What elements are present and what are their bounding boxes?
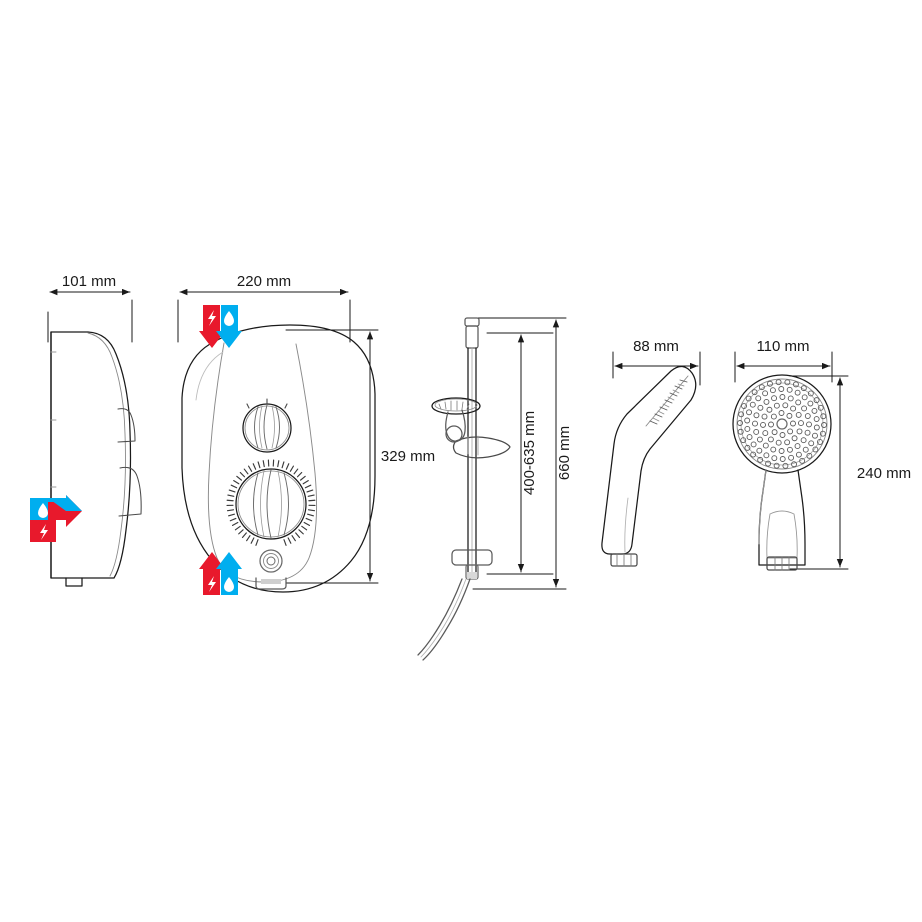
dim-handset-height-label: 240 mm — [857, 465, 911, 482]
dim-front-width-label: 220 mm — [237, 273, 291, 290]
water-electric-badge-down — [199, 305, 242, 348]
dim-side-depth-label: 101 mm — [62, 273, 116, 290]
dim-rail-height-label: 660 mm — [556, 426, 573, 480]
temperature-control-dial[interactable] — [226, 459, 316, 546]
handset-side-view — [601, 351, 701, 567]
water-electric-badge-up — [199, 552, 242, 595]
riser-rail-view — [417, 317, 567, 661]
dim-handset-side-width-label: 88 mm — [633, 338, 679, 355]
water-electric-badge-right — [30, 495, 82, 542]
power-selector-knob[interactable] — [242, 398, 292, 453]
dim-rail-range-label: 400-635 mm — [521, 411, 538, 495]
dim-handset-head-width-label: 110 mm — [756, 338, 809, 355]
handset-front-view — [732, 351, 849, 571]
handset-in-holder — [431, 397, 481, 442]
side-view — [47, 288, 142, 587]
dim-front-height-label: 329 mm — [381, 448, 435, 465]
power-indicator-light — [259, 549, 283, 573]
